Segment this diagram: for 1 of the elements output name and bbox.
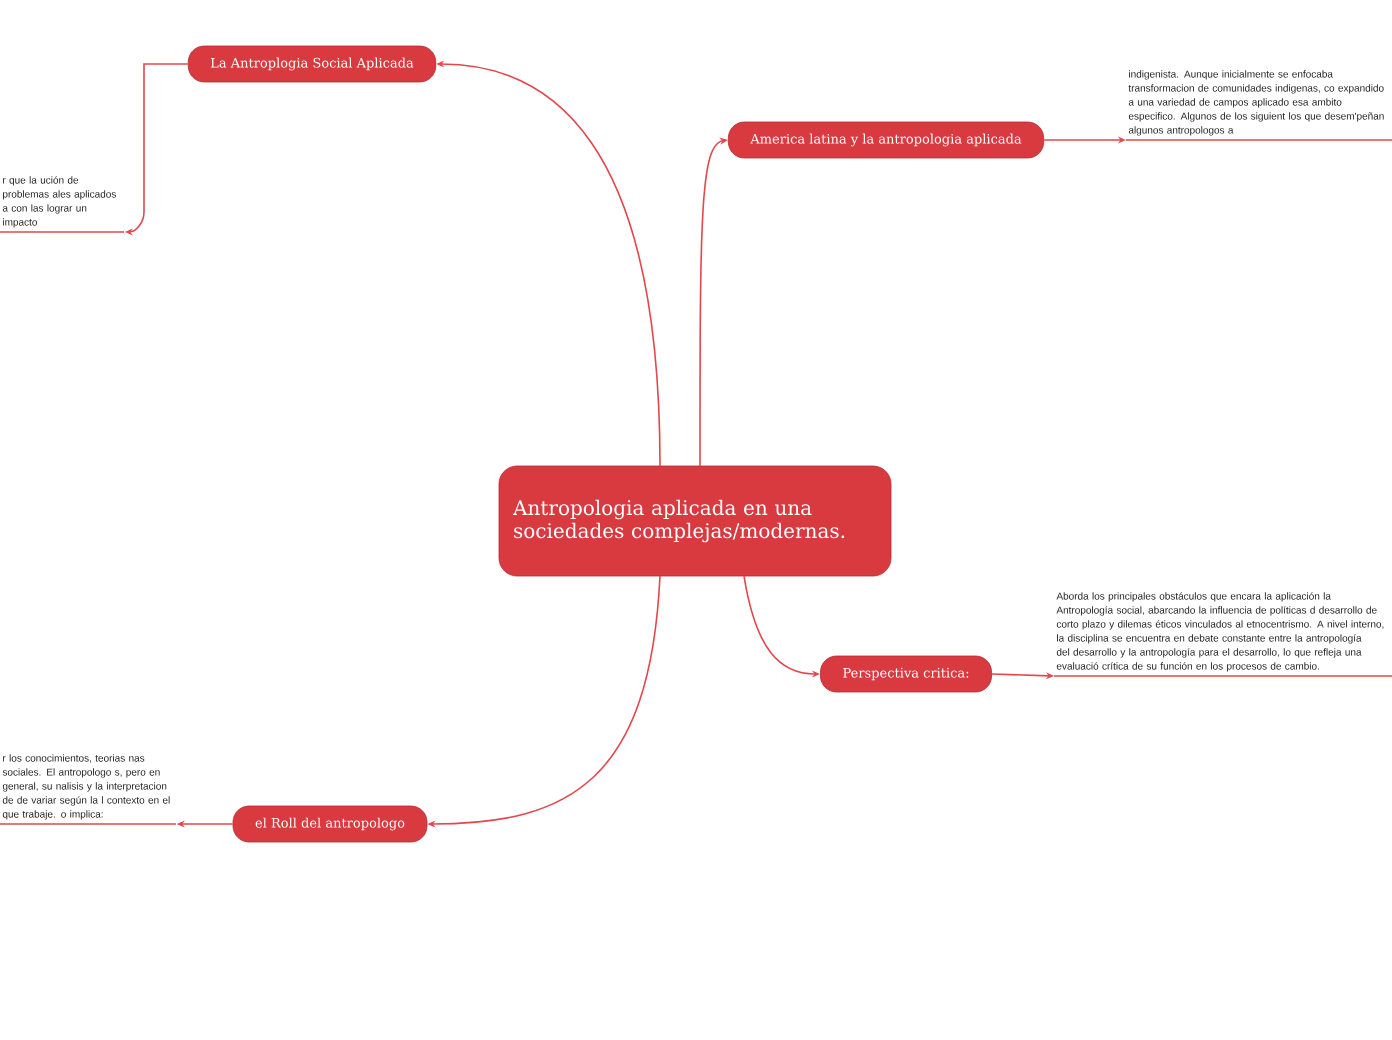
central-topic-box: Antropologia aplicada en una sociedades complejas/modernas. xyxy=(498,465,892,577)
